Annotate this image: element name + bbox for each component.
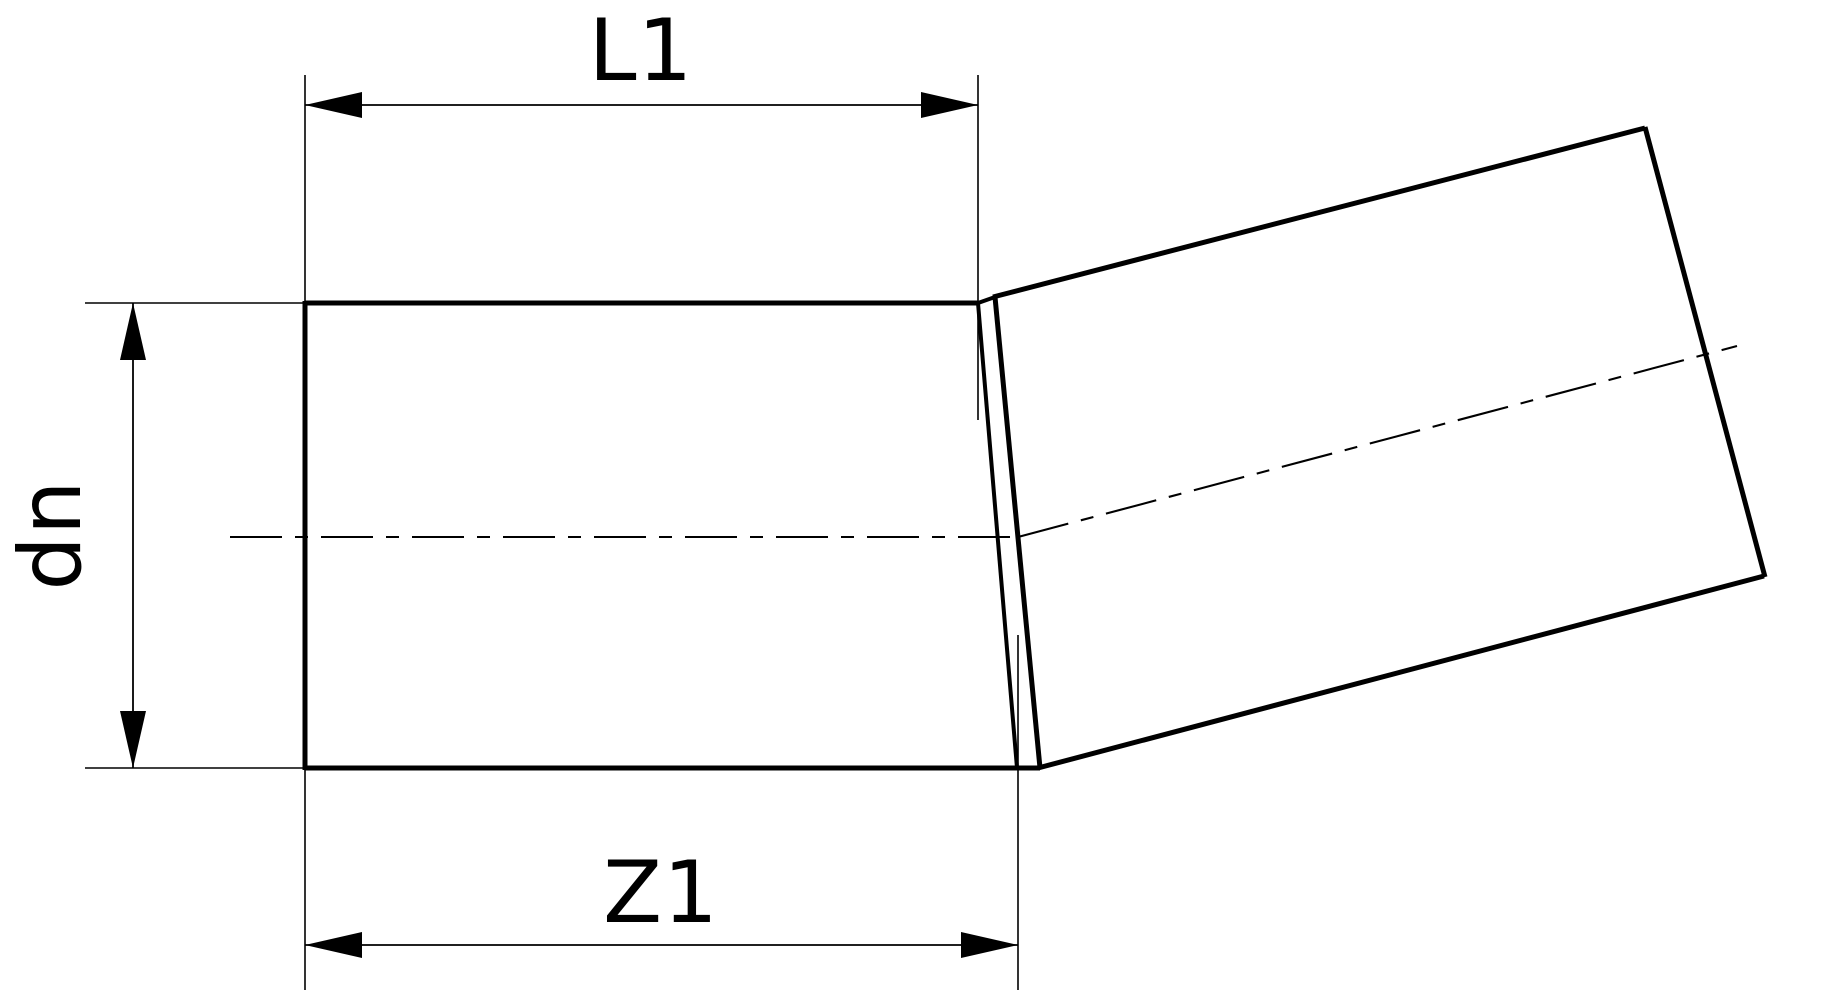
l1-arrowhead-left — [305, 92, 362, 118]
inclined-pipe-body — [992, 125, 1768, 771]
dimension-dn: dn — [1, 303, 146, 768]
horizontal-pipe-body — [302, 300, 1040, 771]
z1-arrowhead-right — [961, 932, 1018, 958]
joint-outer-seam-line — [992, 296, 1043, 769]
centerlines-group — [230, 344, 1738, 539]
dn-label: dn — [1, 479, 101, 590]
dimension-z1: Z1 — [305, 843, 1018, 958]
inclined-pipe-top-edge — [992, 125, 1646, 300]
extension-lines-group — [85, 75, 1019, 990]
dn-arrowhead-top — [120, 303, 146, 360]
dn-arrowhead-bottom — [120, 711, 146, 768]
z1-arrowhead-left — [305, 932, 362, 958]
l1-label: L1 — [589, 1, 694, 101]
inclined-pipe-right-end-face — [1642, 126, 1768, 578]
joint-top-cap — [977, 295, 996, 305]
dimension-l1: L1 — [305, 1, 978, 118]
mitre-weld-joint — [976, 295, 1043, 770]
joint-inner-seam-line — [976, 302, 1019, 769]
z1-label: Z1 — [603, 843, 719, 943]
inclined-axis-centerline — [1017, 344, 1738, 539]
inclined-pipe-bottom-edge — [1037, 573, 1765, 771]
l1-arrowhead-right — [921, 92, 978, 118]
